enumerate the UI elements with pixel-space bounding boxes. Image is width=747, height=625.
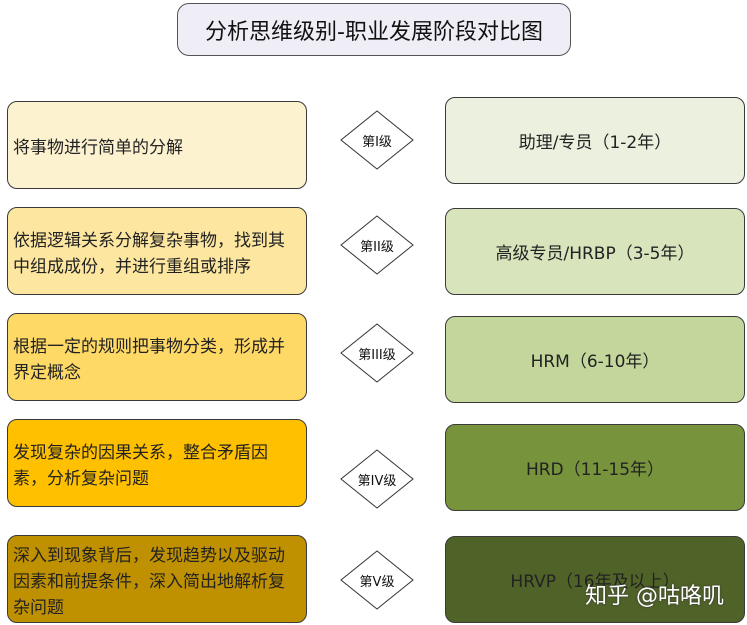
career-stage-box: 助理/专员（1-2年） (445, 97, 745, 184)
career-stage: HRD（11-15年） (525, 460, 665, 480)
skill-description-box: 深入到现象背后，发现趋势以及驱动因素和前提条件，深入简出地解析复杂问题 (7, 535, 307, 623)
career-stage-box: HRD（11-15年） (445, 424, 745, 511)
skill-description: 依据逻辑关系分解复杂事物，找到其中组成成份，并进行重组或排序 (13, 231, 285, 277)
level-diamond: 第IV级 (340, 449, 414, 509)
skill-description: 根据一定的规则把事物分类，形成并界定概念 (13, 337, 285, 383)
career-stage-box: 高级专员/HRBP（3-5年） (445, 208, 745, 295)
skill-description: 深入到现象背后，发现趋势以及驱动因素和前提条件，深入简出地解析复杂问题 (13, 546, 285, 618)
career-stage: HRM（6-10年） (530, 352, 660, 372)
career-stage: 高级专员/HRBP（3-5年） (495, 244, 695, 264)
skill-description-box: 发现复杂的因果关系，整合矛盾因素，分析复杂问题 (7, 419, 307, 507)
career-stage-box: HRM（6-10年） (445, 316, 745, 403)
skill-description-box: 依据逻辑关系分解复杂事物，找到其中组成成份，并进行重组或排序 (7, 207, 307, 295)
level-label: 第III级 (358, 347, 396, 363)
skill-description: 将事物进行简单的分解 (13, 138, 183, 158)
level-label: 第V级 (359, 574, 395, 590)
level-diamond: 第II级 (340, 215, 414, 275)
career-stage: 助理/专员（1-2年） (518, 133, 672, 153)
skill-description: 发现复杂的因果关系，整合矛盾因素，分析复杂问题 (13, 443, 268, 489)
level-diamond: 第III级 (340, 323, 414, 383)
skill-description-box: 根据一定的规则把事物分类，形成并界定概念 (7, 313, 307, 401)
diagram-title: 分析思维级别-职业发展阶段对比图 (177, 3, 571, 56)
level-label: 第IV级 (357, 473, 397, 489)
career-stage: HRVP（16年及以上） (510, 572, 680, 592)
level-diamond: 第I级 (340, 110, 414, 170)
skill-description-box: 将事物进行简单的分解 (7, 101, 307, 189)
watermark: 知乎 @咕咯叽 (585, 584, 724, 609)
level-label: 第I级 (362, 134, 392, 150)
level-diamond: 第V级 (340, 550, 414, 610)
level-label: 第II级 (360, 239, 394, 255)
career-stage-box: HRVP（16年及以上） (445, 536, 745, 623)
